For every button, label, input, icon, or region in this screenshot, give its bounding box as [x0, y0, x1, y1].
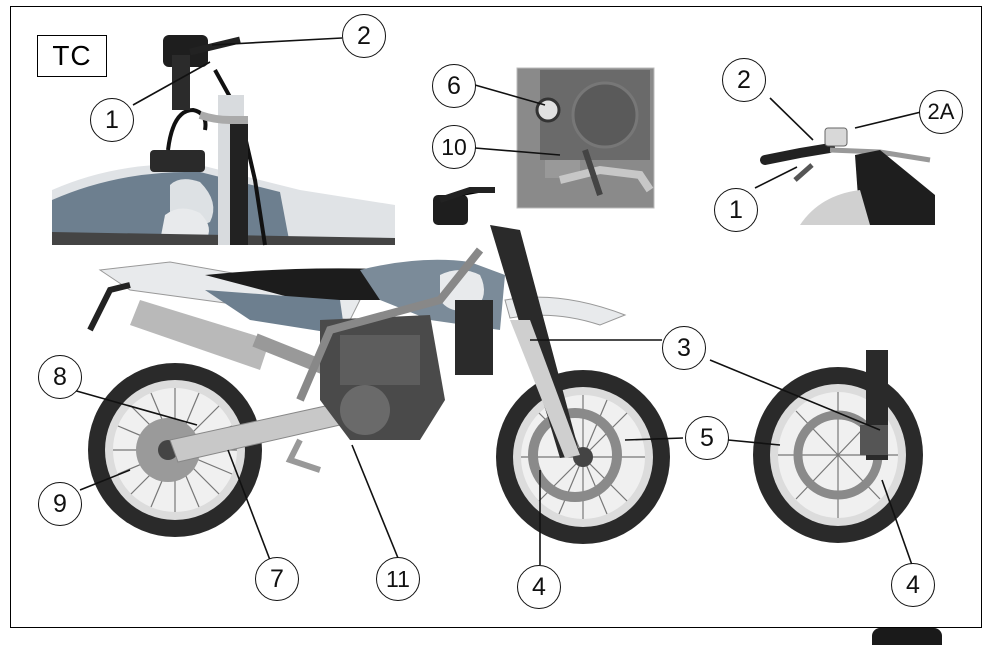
- callout-4-mid: 4: [517, 565, 561, 609]
- callout-7: 7: [255, 557, 299, 601]
- leader-lines: [72, 37, 922, 566]
- variant-label-tc: TC: [37, 35, 107, 77]
- callout-2-right: 2: [722, 58, 766, 102]
- callout-8: 8: [38, 355, 82, 399]
- callout-1-right: 1: [714, 188, 758, 232]
- callout-6: 6: [432, 64, 476, 108]
- inset-engine-side: [516, 67, 655, 209]
- callout-2-top: 2: [342, 14, 386, 58]
- callout-9: 9: [38, 482, 82, 526]
- callout-1-top: 1: [90, 98, 134, 142]
- callout-3: 3: [662, 326, 706, 370]
- callout-2a: 2A: [919, 90, 963, 134]
- callout-10: 10: [432, 125, 476, 169]
- callout-11: 11: [376, 557, 420, 601]
- callout-4-right: 4: [891, 563, 935, 607]
- inset-handlebar-right: [760, 127, 935, 225]
- main-motorcycle: [87, 187, 670, 544]
- page-tab-marker: [872, 628, 942, 645]
- front-wheel-view: [753, 350, 923, 543]
- callout-5: 5: [685, 416, 729, 460]
- inset-tank-handlebar: [52, 35, 395, 246]
- figure-frame: [10, 6, 982, 628]
